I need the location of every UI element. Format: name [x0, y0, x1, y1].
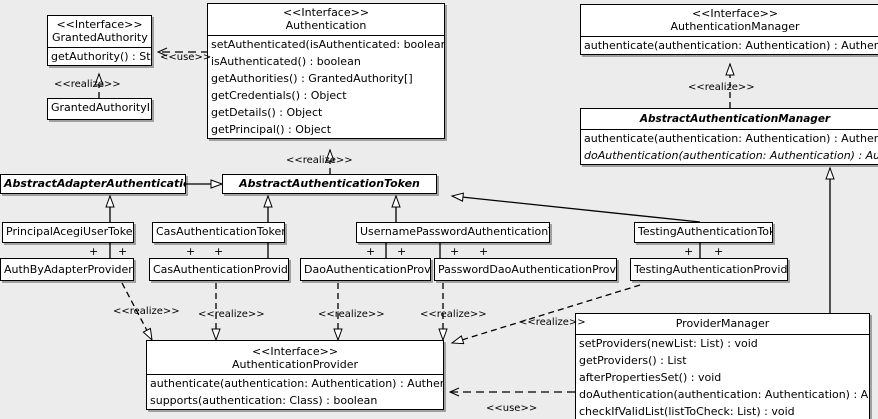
divider [147, 374, 443, 375]
member-row: getProviders() : List [579, 354, 687, 367]
multiplicity-plus: + [479, 245, 489, 258]
divider [581, 36, 878, 37]
class-name: GrantedAuthorityImpl [51, 101, 151, 114]
member-row: authenticate(authentication: Authenticat… [150, 377, 443, 390]
class-auth-by-adapter-provider[interactable]: AuthByAdapterProvider [0, 258, 134, 281]
edge-label-realize-testing-provider: <<realize>> [519, 317, 586, 328]
class-name: CasAuthenticationToken [156, 225, 285, 238]
class-name: DaoAuthenticationProvider [304, 263, 431, 276]
stereotype-label: <<Interface>> [691, 7, 779, 20]
member-row: isAuthenticated() : boolean [211, 55, 361, 68]
class-username-password-authentication-token[interactable]: UsernamePasswordAuthenticationToken [356, 222, 550, 243]
member-row: getAuthorities() : GrantedAuthority[] [211, 72, 413, 85]
member-row: getDetails() : Object [211, 106, 323, 119]
member-list: setAuthenticated(isAuthenticated: boolea… [208, 36, 444, 138]
multiplicity-plus: + [684, 245, 694, 258]
class-name: PasswordDaoAuthenticationProvider [438, 263, 617, 276]
class-abstract-adapter-authentication-token[interactable]: AbstractAdapterAuthenticationToken [0, 174, 186, 194]
divider [581, 129, 878, 130]
member-row: authenticate(authentication: Authenticat… [584, 39, 878, 52]
class-name: AuthenticationProvider [231, 358, 359, 371]
edge-label-realize-abstract-authentication-manager: <<realize>> [688, 82, 755, 93]
class-provider-manager[interactable]: ProviderManager setProviders(newList: Li… [575, 313, 870, 419]
member-row: afterPropertiesSet() : void [579, 371, 722, 384]
multiplicity-plus: + [714, 245, 724, 258]
class-name: AuthenticationManager [670, 20, 800, 33]
class-header: ProviderManager [576, 314, 869, 334]
stereotype-label: <<Interface>> [251, 345, 339, 358]
divider [48, 47, 151, 48]
class-name: AbstractAdapterAuthenticationToken [4, 177, 185, 190]
class-header: <<Interface>> AuthenticationProvider [147, 341, 443, 374]
class-password-dao-authentication-provider[interactable]: PasswordDaoAuthenticationProvider [434, 258, 617, 281]
edge-label-realize-dao-provider: <<realize>> [318, 309, 385, 320]
multiplicity-plus: + [450, 245, 460, 258]
member-row: doAuthentication(authentication: Authent… [579, 388, 869, 401]
class-cas-authentication-provider[interactable]: CasAuthenticationProvider [149, 258, 289, 281]
class-dao-authentication-provider[interactable]: DaoAuthenticationProvider [300, 258, 431, 281]
divider [208, 35, 444, 36]
multiplicity-plus: + [214, 245, 224, 258]
class-authentication-provider[interactable]: <<Interface>> AuthenticationProvider aut… [146, 340, 444, 410]
member-row: setAuthenticated(isAuthenticated: boolea… [211, 38, 444, 51]
class-name: AbstractAuthenticationManager [639, 113, 831, 125]
class-header: AbstractAuthenticationManager [581, 109, 878, 129]
multiplicity-plus: + [397, 245, 407, 258]
edge-label-realize-password-dao-provider: <<realize>> [420, 309, 487, 320]
class-granted-authority[interactable]: <<Interface>> GrantedAuthority getAuthor… [47, 15, 152, 66]
member-row: setProviders(newList: List) : void [579, 337, 758, 350]
member-list: authenticate(authentication: Authenticat… [581, 130, 878, 164]
class-name: UsernamePasswordAuthenticationToken [360, 225, 549, 238]
member-row: getPrincipal() : Object [211, 123, 332, 136]
member-row: getCredentials() : Object [211, 89, 347, 102]
member-row: getAuthority() : String [51, 50, 151, 63]
member-list: authenticate(authentication: Authenticat… [147, 375, 443, 409]
edge-label-use-provider-manager: <<use>> [486, 403, 538, 414]
class-name: TestingAuthenticationToken [638, 225, 772, 238]
class-name: TestingAuthenticationProvider [634, 263, 788, 276]
divider [576, 334, 869, 335]
edge-label-realize-cas-provider: <<realize>> [198, 309, 265, 320]
class-header: <<Interface>> AuthenticationManager [581, 5, 878, 36]
class-name: PrincipalAcegiUserToken [6, 225, 134, 238]
class-header: <<Interface>> Authentication [208, 4, 444, 35]
class-abstract-authentication-manager[interactable]: AbstractAuthenticationManager authentica… [580, 108, 878, 165]
edge-label-realize-abstract-authentication-token: <<realize>> [286, 155, 353, 166]
edge-label-use-granted-authority: <<use>> [160, 52, 212, 63]
member-row: authenticate(authentication: Authenticat… [584, 132, 878, 145]
class-name: ProviderManager [675, 317, 770, 330]
class-authentication[interactable]: <<Interface>> Authentication setAuthenti… [207, 3, 445, 139]
class-authentication-manager[interactable]: <<Interface>> AuthenticationManager auth… [580, 4, 878, 55]
member-row: checkIfValidList(listToCheck: List) : vo… [579, 405, 795, 418]
class-testing-authentication-provider[interactable]: TestingAuthenticationProvider [630, 258, 788, 281]
class-header: <<Interface>> GrantedAuthority [48, 16, 151, 47]
member-list: getAuthority() : String [48, 48, 151, 65]
member-list: authenticate(authentication: Authenticat… [581, 37, 878, 54]
class-name: Authentication [285, 19, 367, 32]
member-row: supports(authentication: Class) : boolea… [150, 394, 378, 407]
class-granted-authority-impl[interactable]: GrantedAuthorityImpl [47, 98, 152, 120]
class-cas-authentication-token[interactable]: CasAuthenticationToken [152, 222, 285, 243]
multiplicity-plus: + [366, 245, 376, 258]
edge-label-realize-granted-authority-impl: <<realize>> [54, 79, 121, 90]
member-row: doAuthentication(authentication: Authent… [584, 149, 878, 162]
class-principal-acegi-user-token[interactable]: PrincipalAcegiUserToken [2, 222, 134, 243]
class-name: AuthByAdapterProvider [4, 263, 133, 276]
stereotype-label: <<Interface>> [56, 18, 143, 31]
class-name: GrantedAuthority [52, 31, 148, 44]
class-testing-authentication-token[interactable]: TestingAuthenticationToken [634, 222, 773, 243]
multiplicity-plus: + [186, 245, 196, 258]
stereotype-label: <<Interface>> [282, 6, 370, 19]
class-abstract-authentication-token[interactable]: AbstractAuthenticationToken [222, 174, 437, 194]
multiplicity-plus: + [118, 245, 128, 258]
member-list: setProviders(newList: List) : void getPr… [576, 335, 869, 419]
class-name: CasAuthenticationProvider [153, 263, 289, 276]
class-name: AbstractAuthenticationToken [239, 177, 420, 190]
edge-label-realize-auth-by-adapter-provider: <<realize>> [113, 306, 180, 317]
multiplicity-plus: + [89, 245, 99, 258]
